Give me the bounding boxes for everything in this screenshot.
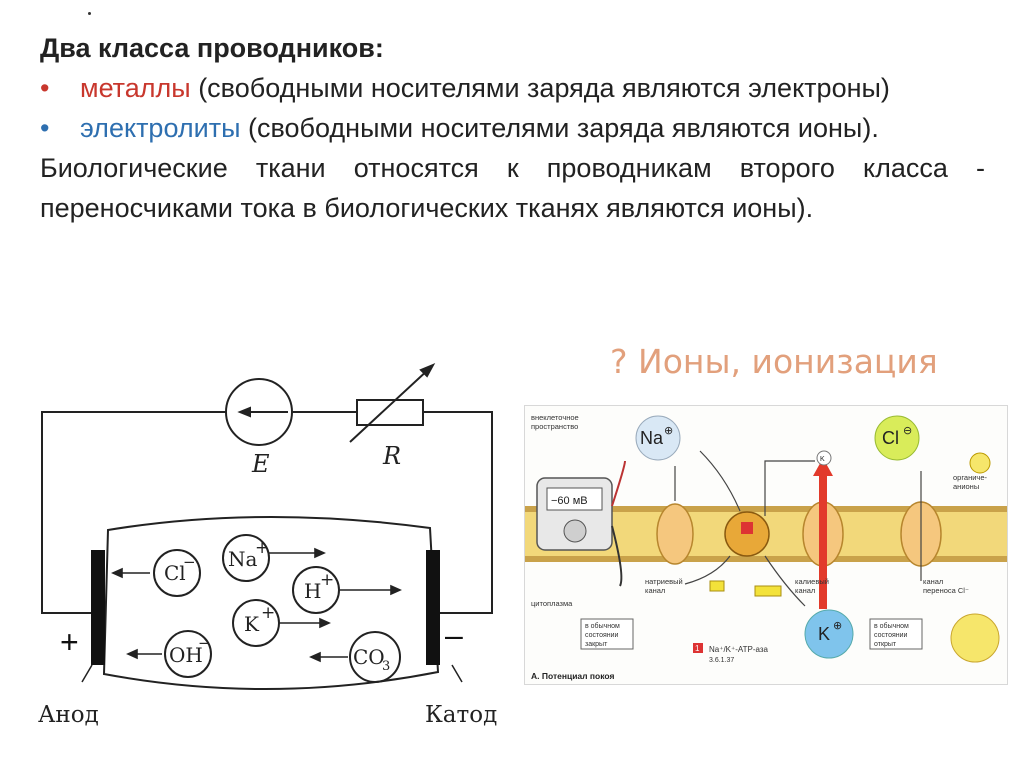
ions-link[interactable]: ? Ионы, ионизация [610, 342, 938, 381]
large-anion-icon [950, 613, 1000, 663]
electrolyte-vessel [102, 515, 440, 691]
source-circle [225, 378, 293, 446]
closed-note-box [580, 618, 634, 650]
ion-oh-charge: − [198, 634, 211, 652]
variable-arrow-icon [419, 362, 436, 378]
source-arrow-icon [237, 406, 251, 418]
ion-na-symbol: Na [228, 547, 258, 571]
sodium-ion-label: Na [640, 428, 664, 448]
svg-text:натриевый: натриевый [645, 577, 683, 586]
cathode-sign: – [445, 617, 463, 653]
arrow-right-icon [319, 617, 331, 629]
ion-co3-symbol: CO [353, 645, 385, 669]
potassium-ion-icon [804, 609, 854, 659]
decorative-dot [88, 12, 91, 15]
sodium-ion-icon [635, 415, 681, 461]
anode-label: Анод [38, 702, 99, 728]
metals-description: (свободными носителями заряда являются э… [190, 73, 890, 103]
ion-na-circle [222, 534, 270, 582]
ion-oh-circle [164, 630, 212, 678]
arrow-left-icon [309, 651, 321, 663]
svg-text:канал: канал [795, 586, 815, 595]
ion-k-charge: + [261, 603, 275, 623]
svg-text:канал: канал [923, 577, 943, 586]
lipid-heads-top [525, 506, 1007, 512]
lipid-heads-bottom [525, 556, 1007, 562]
ion-k-symbol: K [244, 612, 260, 636]
svg-text:анионы: анионы [953, 482, 979, 491]
svg-text:состоянии: состоянии [874, 632, 908, 639]
ion-co3-circle [349, 631, 401, 683]
resistor-label: R [382, 442, 401, 470]
bullet-item-metals: • металлы (свободными носителями заряда … [40, 68, 985, 108]
organic-anion-icon [969, 452, 991, 474]
svg-text:закрыт: закрыт [585, 641, 608, 648]
biology-paragraph: Биологические ткани относятся к проводни… [40, 153, 985, 223]
chloride-ion-label: Cl [882, 428, 899, 448]
svg-text:состоянии: состоянии [585, 632, 619, 639]
ion-cl-symbol: Cl [164, 561, 186, 585]
sodium-channel-icon [656, 503, 694, 565]
pump-code: 3.6.1.37 [709, 657, 734, 664]
bullet-marker: • [40, 73, 50, 103]
pump-label: Na⁺/K⁺-ATP-аза [709, 645, 769, 654]
svg-text:пространство: пространство [531, 422, 578, 431]
arrow-right-icon [314, 547, 326, 559]
cathode-label: Катод [425, 702, 497, 728]
bullet-marker: • [40, 113, 50, 143]
potassium-ion-label: K [818, 624, 830, 644]
arrow-left-icon [111, 567, 123, 579]
svg-text:переноса Cl⁻: переноса Cl⁻ [923, 586, 969, 595]
svg-text:1: 1 [695, 644, 700, 653]
svg-text:в обычном: в обычном [585, 622, 620, 630]
ion-co3-subscript: 3 [382, 659, 390, 674]
anode-sign: + [60, 624, 79, 660]
ion-cl-circle [153, 549, 201, 597]
ion-na-charge: + [255, 538, 269, 558]
svg-text:в обычном: в обычном [874, 622, 909, 630]
cathode-electrode [426, 550, 440, 665]
svg-text:открыт: открыт [874, 641, 897, 648]
ion-h-charge: + [320, 570, 334, 590]
term-metals: металлы [80, 73, 191, 103]
ion-h-symbol: H [304, 579, 321, 603]
slide-text: Два класса проводников: • металлы (свобо… [40, 28, 985, 228]
circuit-wire-right [423, 411, 493, 614]
arrow-left-icon [126, 648, 138, 660]
electrolysis-circuit-diagram: E R + – Анод Катод Cl − Na + H + K + OH … [38, 362, 497, 728]
potassium-flow-arrow [819, 474, 827, 609]
anode-electrode [91, 550, 105, 665]
small-k-ion-icon [816, 450, 832, 466]
svg-text:внеклеточное: внеклеточное [531, 413, 579, 422]
svg-text:цитоплазма: цитоплазма [531, 599, 573, 608]
electrolytes-description: (свободными носителями заряда являются и… [240, 113, 879, 143]
source-label: E [251, 450, 270, 478]
svg-text:органиче-: органиче- [953, 473, 987, 482]
arrow-right-icon [390, 584, 402, 596]
membrane-potential-figure: −60 мВ Na ⊕ Cl ⊖ K ⊕ K [524, 405, 1008, 685]
svg-text:⊕: ⊕ [833, 620, 842, 632]
voltmeter-value: −60 мВ [551, 495, 588, 507]
svg-text:канал: канал [645, 586, 665, 595]
pump-marker [741, 522, 753, 534]
bullet-item-electrolytes: • электролиты (свободными носителями зар… [40, 108, 985, 148]
ion-cl-charge: − [183, 553, 196, 571]
ion-oh-symbol: OH [169, 643, 203, 667]
svg-text:калиевый: калиевый [795, 577, 829, 586]
chloride-ion-icon [874, 415, 920, 461]
slide-heading: Два класса проводников: [40, 33, 384, 63]
circuit-wire-left [41, 411, 226, 614]
resistor-box [356, 399, 424, 426]
svg-text:K: K [820, 456, 825, 463]
svg-text:⊖: ⊖ [903, 425, 912, 437]
open-note-box [869, 618, 923, 650]
figure-caption: А. Потенциал покоя [531, 671, 614, 681]
svg-text:⊕: ⊕ [664, 425, 673, 437]
term-electrolytes: электролиты [80, 113, 241, 143]
